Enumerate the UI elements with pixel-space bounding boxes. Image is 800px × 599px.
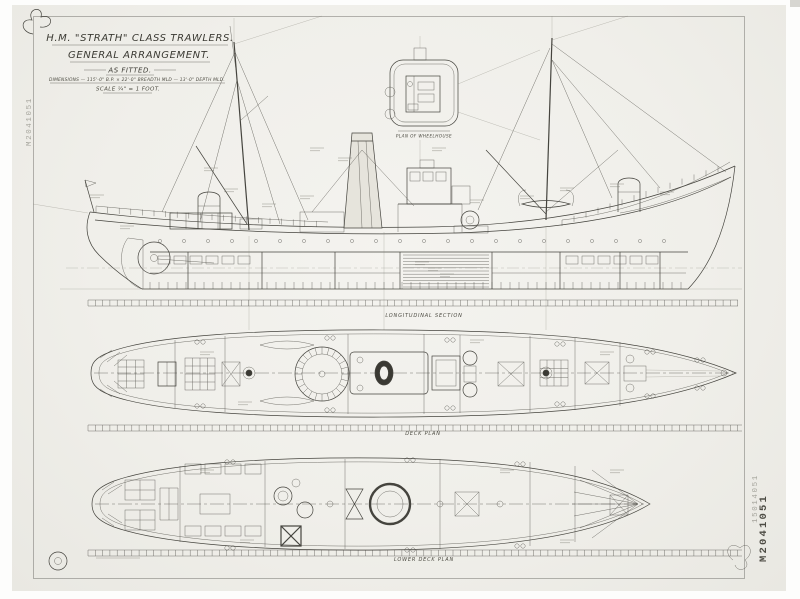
scale-line: SCALE ¼" = 1 FOOT. (96, 87, 160, 93)
ventilator (356, 384, 364, 392)
main-deck-line (94, 176, 732, 235)
funnel-guy (311, 149, 363, 213)
deck-outline (90, 329, 737, 418)
cabin-grids (124, 479, 156, 531)
stamp-right-bold: M2041051 (758, 494, 770, 562)
windlass-plan (623, 354, 728, 393)
longitudinal-section-caption: LONGITUDINAL SECTION (385, 313, 462, 319)
davit (518, 189, 527, 207)
wheelhouse-plan-inset: PLAN OF WHEELHOUSE (384, 36, 541, 160)
trawl-winch-plan (462, 350, 478, 398)
bollards (194, 335, 706, 413)
hull-frames (149, 282, 682, 289)
derrick-boom (485, 149, 547, 215)
bow-stem (687, 165, 736, 290)
forestay (551, 43, 727, 173)
station-scale-profile (87, 299, 738, 307)
chart-house (451, 185, 471, 205)
boat-plan (259, 340, 315, 350)
compass (407, 81, 413, 87)
rail-stanchions (95, 166, 719, 227)
gaff (240, 95, 269, 121)
derrick-boom (195, 145, 248, 225)
trawl-gallows (197, 177, 641, 229)
mess-table (199, 493, 231, 515)
stay (199, 79, 238, 223)
ensign-staff (84, 179, 97, 213)
stamp-left: M2041051 (26, 97, 34, 146)
trawl-winch (453, 210, 489, 234)
title-block: H.M. "STRATH" CLASS TRAWLERS. GENERAL AR… (46, 33, 234, 94)
frame-bracing (345, 488, 364, 505)
berth-rows (157, 255, 659, 265)
dimensions-line: DIMENSIONS — 115'-0" B.P. × 22'-0" BREAD… (49, 77, 225, 83)
rudder (121, 237, 144, 290)
mainmast-plan (245, 369, 253, 377)
bulwark-sheer-line (89, 165, 736, 228)
lower-deck-plan-view (91, 457, 651, 553)
forecastle-berth-fan (572, 469, 639, 539)
deck-bulkheads (174, 334, 621, 414)
inset-caption: PLAN OF WHEELHOUSE (396, 134, 452, 139)
hatches (221, 361, 610, 387)
deck-plan-caption: DECK PLAN (405, 431, 441, 437)
foremast (477, 15, 727, 221)
corner-flourish-bottom-left (48, 551, 68, 571)
station-scale-deck (87, 424, 742, 432)
boiler-plan (368, 482, 412, 526)
bulkheads (187, 252, 661, 289)
fairlead (720, 369, 728, 377)
drawing-paper (12, 5, 786, 591)
engine-room-hatching (403, 254, 489, 288)
title-line-1: H.M. "STRATH" CLASS TRAWLERS. (46, 33, 234, 44)
davit (565, 189, 574, 207)
compass-platform (419, 159, 435, 169)
stay (234, 51, 309, 221)
main-deck-plan-view (90, 329, 737, 418)
station-scale-lower (87, 549, 742, 557)
stay (551, 59, 661, 189)
boat-plan (259, 396, 315, 406)
lower-deck-outline (91, 457, 651, 551)
wheelhouse-window (409, 171, 421, 182)
funnel (311, 132, 415, 229)
stamp-right-faint: 15014051 (752, 474, 760, 523)
photo-corner-artifact (790, 0, 800, 7)
title-line-2: GENERAL ARRANGEMENT. (68, 50, 210, 61)
stay (551, 59, 613, 199)
illegible-annotations (90, 147, 674, 544)
lower-hatches (454, 491, 629, 517)
ventilator (356, 356, 364, 364)
longitudinal-section-view (32, 15, 742, 330)
funnel-guy (361, 149, 415, 207)
stay (236, 79, 281, 225)
fore-rail (561, 161, 731, 221)
tank-circles (273, 478, 314, 519)
skylight-grids (117, 357, 569, 391)
corner-flourish-bottom-right (727, 545, 751, 570)
aft-deckhouse (169, 212, 263, 230)
wheelhouse-window (422, 171, 434, 182)
lower-deck-caption: LOWER DECK PLAN (394, 557, 454, 563)
forecastle-deck-line (619, 176, 732, 214)
radial-hatching (295, 347, 349, 401)
stay (161, 51, 236, 213)
engine-casing-plan (349, 351, 429, 395)
border-frame (22, 9, 751, 579)
corner-flourish-top-left (22, 9, 51, 35)
wheelhouse-window (435, 171, 447, 182)
derrick-boom (545, 149, 619, 213)
bunker-hatch (280, 525, 302, 547)
foremast-plan (542, 369, 550, 377)
portholes (158, 239, 666, 243)
title-line-3: AS FITTED. (107, 67, 151, 75)
wheelhouse (406, 159, 471, 205)
lower-bollards (224, 457, 526, 553)
lower-berths (184, 463, 262, 537)
mainmast (161, 15, 323, 231)
stay (477, 47, 551, 211)
lower-bulkheads (179, 459, 576, 549)
lifeboat (518, 189, 574, 208)
